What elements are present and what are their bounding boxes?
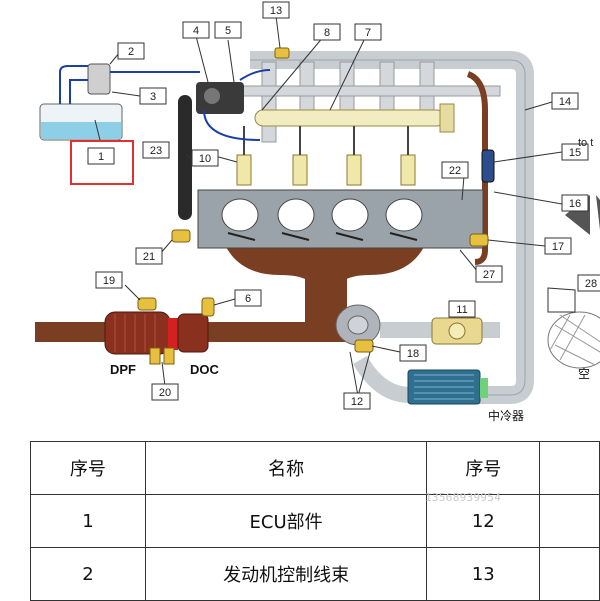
table-cell: 12 <box>426 494 541 548</box>
callout-2: 2 <box>128 46 134 58</box>
callout-7: 7 <box>365 27 371 39</box>
sensor-20 <box>149 347 161 365</box>
callout-23: 23 <box>150 145 162 157</box>
callout-18: 18 <box>407 348 419 360</box>
sensor-19 <box>137 297 157 311</box>
to-label-partial: to t <box>578 137 593 149</box>
table-cell: 发动机控制线束 <box>144 547 428 601</box>
callout-20: 20 <box>159 387 171 399</box>
fuel-filter <box>87 63 111 95</box>
dpf-doc-assembly <box>104 311 209 355</box>
callout-6: 6 <box>245 293 251 305</box>
table-cell: ECU部件 <box>144 494 428 548</box>
callout-12: 12 <box>351 396 363 408</box>
callout-8: 8 <box>324 27 330 39</box>
sensor-13 <box>274 47 290 59</box>
sensor-18 <box>354 339 374 353</box>
sensor-21 <box>171 229 191 243</box>
callout-10: 10 <box>199 153 211 165</box>
fuel-tank <box>39 103 123 141</box>
air-label-partial: 空 <box>578 367 590 381</box>
intercooler-label: 中冷器 <box>488 408 524 423</box>
doc-label: DOC <box>190 362 220 377</box>
sensor-15 <box>481 149 495 183</box>
part-28 <box>547 287 576 313</box>
header-cell: 序号 <box>426 441 541 495</box>
dpf-label: DPF <box>110 362 136 377</box>
callout-1: 1 <box>98 151 104 163</box>
table-cell <box>539 547 600 601</box>
callout-22: 22 <box>449 165 461 177</box>
callout-28: 28 <box>585 278 597 290</box>
timing-belt <box>178 95 192 220</box>
high-pressure-pump <box>196 82 244 114</box>
partial-device-right <box>565 195 600 235</box>
header-cell: 序号 <box>30 441 146 495</box>
table-cell: 1 <box>30 494 146 548</box>
callout-27: 27 <box>483 269 495 281</box>
table-row: 2 发动机控制线束 13 <box>30 547 600 601</box>
callout-19: 19 <box>103 275 115 287</box>
header-cell <box>539 441 600 495</box>
callout-11: 11 <box>456 304 467 316</box>
sensor-17 <box>469 233 489 247</box>
fuel-line <box>59 65 271 104</box>
watermark: 13568939954 <box>425 491 502 504</box>
callout-15: 15 <box>569 147 581 159</box>
table-cell <box>539 494 600 548</box>
callout-14: 14 <box>559 96 571 108</box>
engine-system-diagram: 1 2 3 4 5 6 7 8 10 11 12 13 14 15 16 17 … <box>35 1 600 423</box>
engine-block <box>197 189 484 249</box>
header-cell: 名称 <box>144 441 428 495</box>
throttle-valve <box>431 317 483 345</box>
intercooler <box>407 369 488 405</box>
callout-5: 5 <box>225 25 231 37</box>
highlight-box <box>70 140 134 185</box>
callout-13: 13 <box>270 5 282 17</box>
callout-21: 21 <box>143 251 155 263</box>
callout-16: 16 <box>569 198 581 210</box>
callout-3: 3 <box>150 91 156 103</box>
callout-17: 17 <box>552 241 564 253</box>
callout-4: 4 <box>193 25 199 37</box>
table-cell: 2 <box>30 547 146 601</box>
air-filter-partial <box>547 311 600 369</box>
table-cell: 13 <box>426 547 541 601</box>
fuel-rail <box>254 103 455 133</box>
table-row: 1 ECU部件 12 <box>30 494 600 548</box>
table-header-row: 序号 名称 序号 <box>30 441 600 495</box>
injectors <box>236 126 416 186</box>
callout-leaders <box>94 15 563 397</box>
parts-table: 序号 名称 序号 1 ECU部件 12 2 发动机控制线束 13 <box>30 441 600 601</box>
callouts: 1 2 3 4 5 6 7 8 10 11 12 13 14 15 16 17 … <box>87 1 600 410</box>
turbocharger <box>335 304 381 346</box>
sensor-6 <box>201 297 215 317</box>
